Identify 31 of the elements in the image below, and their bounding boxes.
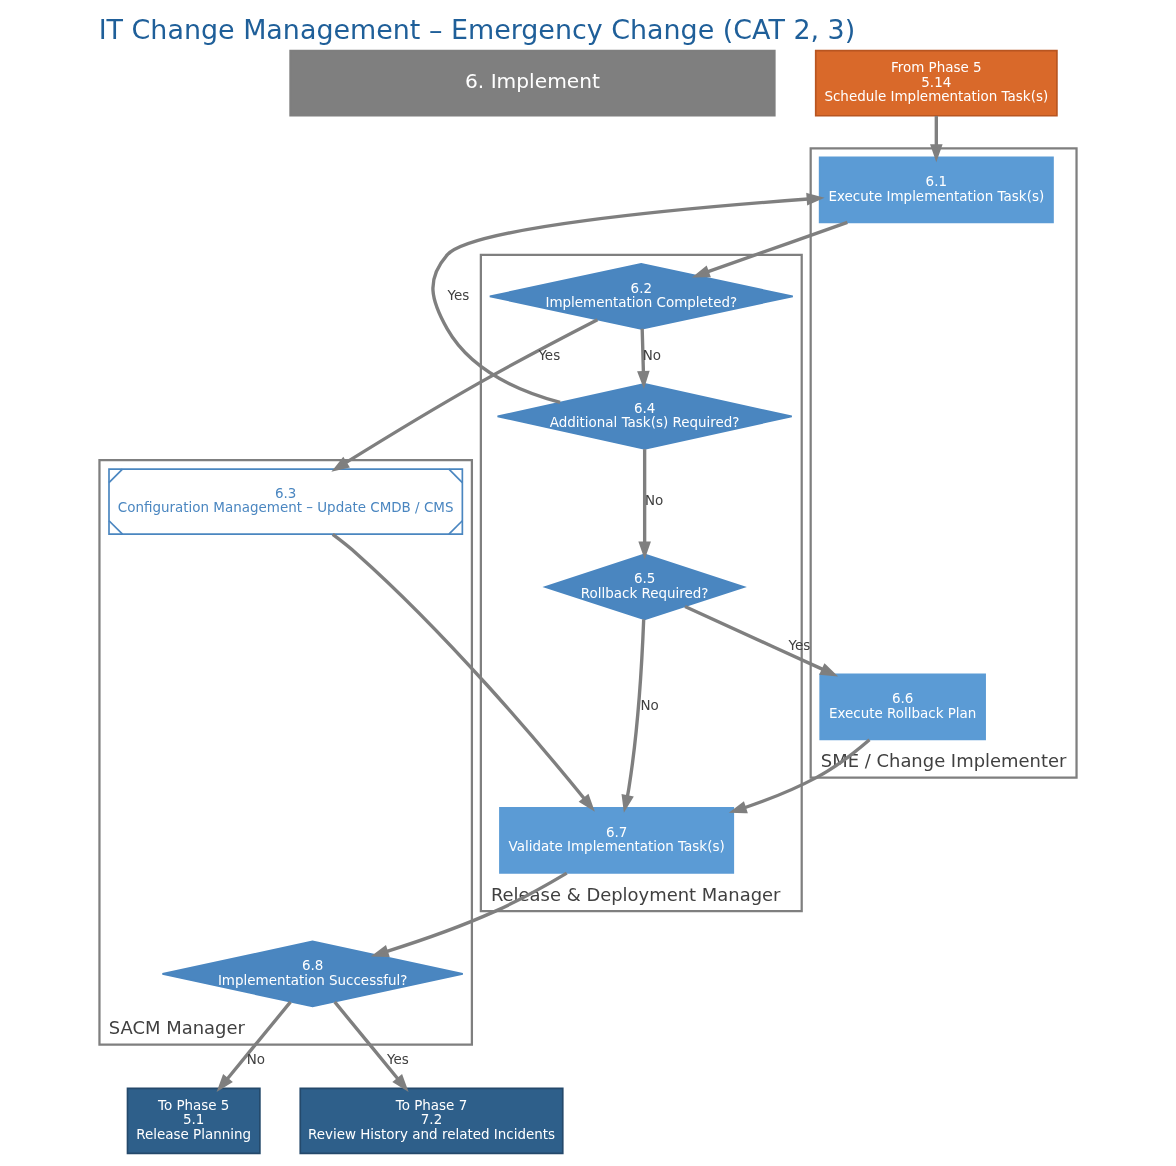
- arrow: [728, 738, 871, 814]
- node-box: 6.7 Validate Implementation Task(s): [499, 807, 735, 874]
- arrow: [331, 318, 599, 472]
- arrow: [333, 1000, 409, 1092]
- edge-label: No: [246, 1052, 266, 1068]
- node-box: 6.1 Execute Implementation Task(s): [818, 156, 1054, 224]
- edge-label: No: [640, 698, 659, 714]
- arrow: [370, 871, 568, 958]
- node-box: To Phase 7 7.2 Review History and related Incidents: [299, 1087, 564, 1155]
- edge-label: No: [645, 493, 664, 509]
- node-diamond: 6.5 Rollback Required?: [542, 553, 747, 621]
- node-box: From Phase 5 5.14 Schedule Implementation Task(s): [814, 49, 1058, 117]
- arrow: [216, 1000, 292, 1092]
- arrow: [431, 192, 825, 404]
- diagram-title: IT Change Management – Emergency Change (CAT 2, 3): [98, 13, 856, 45]
- arrow: [331, 533, 595, 812]
- node-box: 6.6 Execute Rollback Plan: [819, 673, 986, 741]
- arrow: [691, 220, 848, 278]
- edge-label: Yes: [447, 287, 470, 303]
- edge-label: No: [642, 347, 662, 363]
- node-diamond: 6.4 Additional Task(s) Required?: [496, 383, 793, 450]
- edge-label: Yes: [538, 347, 561, 363]
- node-box: To Phase 5 5.1 Release Planning: [126, 1087, 261, 1155]
- arrow: [638, 449, 651, 560]
- arrow: [930, 115, 943, 163]
- arrow: [621, 619, 646, 813]
- edge-label: Yes: [387, 1052, 409, 1068]
- node-diamond: 6.8 Implementation Successful?: [161, 940, 464, 1008]
- arrow: [637, 328, 650, 389]
- node-box: 6. Implement: [289, 49, 776, 117]
- arrow: [684, 604, 839, 677]
